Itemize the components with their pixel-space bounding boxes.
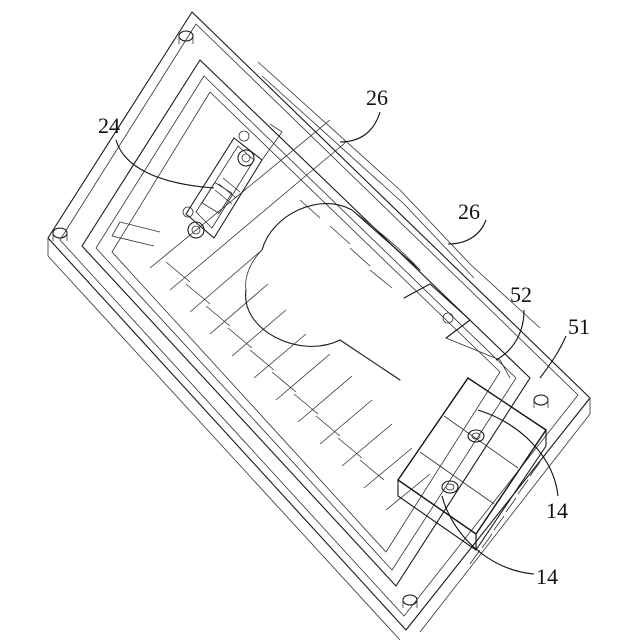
label-14-lower: 14 [536, 564, 558, 589]
cooling-ribs [150, 120, 430, 510]
label-26-upper: 26 [366, 85, 388, 110]
leader-26a [340, 112, 380, 142]
heat-sink-block [398, 378, 546, 564]
side-wall [258, 62, 540, 328]
label-51: 51 [568, 314, 590, 339]
inner-cavity [82, 60, 530, 586]
label-52: 52 [510, 282, 532, 307]
leader-14b [442, 496, 534, 574]
housing-outer-flange [48, 12, 590, 640]
label-26-lower: 26 [458, 199, 480, 224]
label-14-upper: 14 [546, 498, 568, 523]
connector-module [112, 124, 282, 246]
label-24: 24 [98, 113, 120, 138]
leader-52 [496, 310, 524, 360]
central-channel [246, 204, 420, 380]
reference-labels: 24 26 26 52 51 14 14 [98, 85, 590, 589]
leader-24 [116, 140, 214, 188]
